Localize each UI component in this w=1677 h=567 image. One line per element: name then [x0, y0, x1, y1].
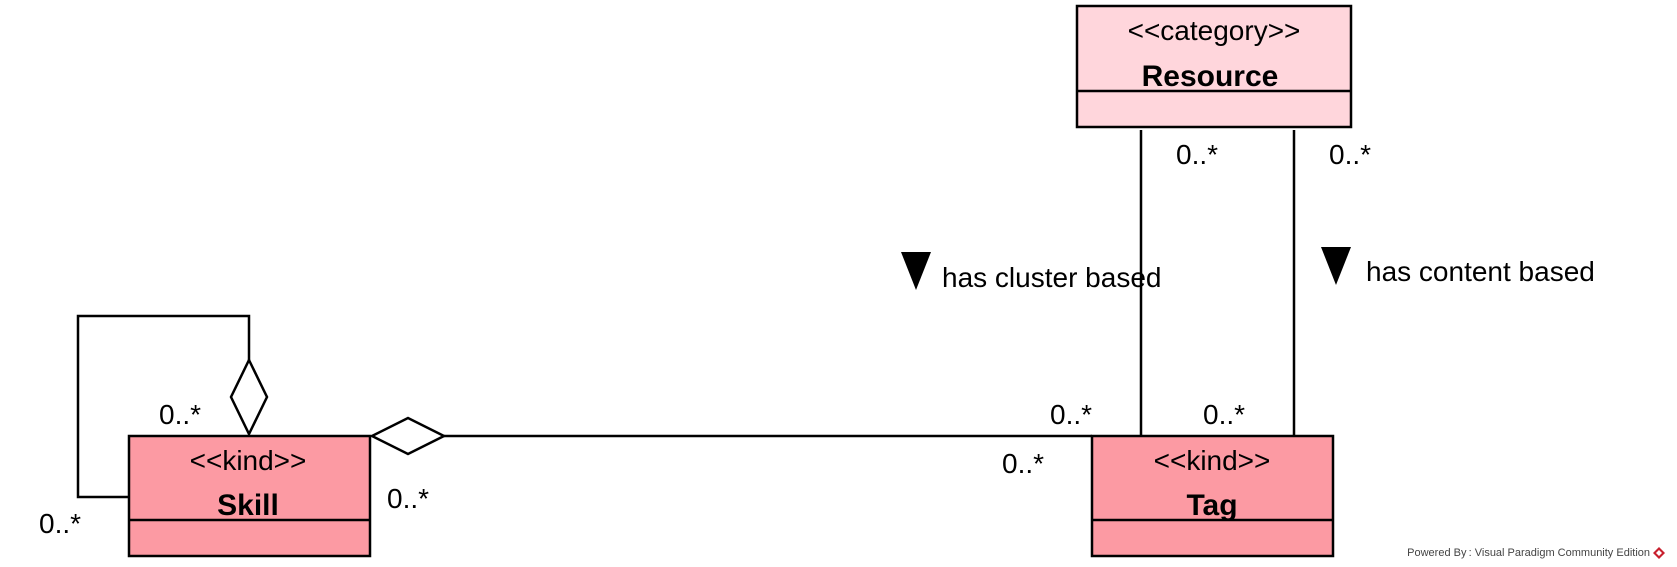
class-resource-stereotype: <<category>>: [1128, 15, 1301, 46]
multiplicity-skill-self-top: 0..*: [159, 399, 201, 430]
skill-self-aggregation[interactable]: [76, 314, 269, 499]
multiplicity-tag-top: 0..*: [1203, 399, 1245, 430]
skill-tag-aggregation-diamond: [369, 416, 447, 456]
powered-by-footer: Powered By : Visual Paradigm Community E…: [1407, 547, 1665, 559]
skill-tag-aggregation[interactable]: [369, 416, 1092, 456]
class-tag-name: Tag: [1186, 489, 1237, 522]
class-skill-stereotype: <<kind>>: [190, 445, 307, 476]
class-skill-name: Skill: [217, 489, 279, 522]
association-has-cluster-based-label: has cluster based: [942, 262, 1161, 293]
association-has-cluster-based[interactable]: has cluster based: [901, 130, 1161, 436]
skill-self-aggregation-line: [76, 314, 251, 499]
class-skill-box: [127, 434, 372, 558]
class-resource-name: Resource: [1142, 60, 1279, 93]
association-has-content-based-label: has content based: [1366, 256, 1595, 287]
visual-paradigm-logo-icon: [1653, 547, 1665, 559]
class-resource-box: [1075, 4, 1353, 129]
association-has-content-based[interactable]: has content based: [1292, 130, 1595, 436]
class-tag-box: [1090, 434, 1335, 558]
multiplicity-tag-left-top: 0..*: [1050, 399, 1092, 430]
class-tag[interactable]: <<kind>> Tag: [1090, 434, 1335, 558]
multiplicity-skill-right: 0..*: [387, 483, 429, 514]
multiplicity-resource-cluster: 0..*: [1176, 139, 1218, 170]
multiplicity-tag-left-bottom: 0..*: [1002, 448, 1044, 479]
triangle-down-icon: [1321, 247, 1351, 285]
class-tag-stereotype: <<kind>>: [1154, 445, 1271, 476]
multiplicity-resource-content: 0..*: [1329, 139, 1371, 170]
product-name: Visual Paradigm Community Edition: [1474, 547, 1650, 559]
powered-by-label: Powered By :: [1407, 547, 1472, 559]
class-skill[interactable]: <<kind>> Skill: [127, 434, 372, 558]
triangle-down-icon: [901, 252, 931, 290]
skill-self-aggregation-diamond: [229, 357, 269, 437]
class-resource[interactable]: <<category>> Resource: [1075, 4, 1353, 129]
multiplicity-skill-self-left: 0..*: [39, 508, 81, 539]
